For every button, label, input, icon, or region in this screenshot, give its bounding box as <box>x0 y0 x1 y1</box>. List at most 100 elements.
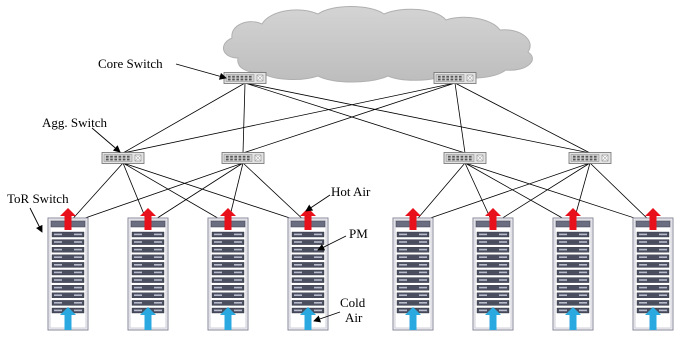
agg-tor-link <box>464 162 654 225</box>
pm-server-icon <box>131 231 165 238</box>
pm-server-icon <box>51 262 85 268</box>
core-switch-label: Core Switch <box>98 56 163 71</box>
server-rack-icon <box>127 217 169 331</box>
hot-air-pointer <box>305 194 331 212</box>
pm-server-icon <box>396 246 430 253</box>
pm-server-icon <box>396 254 430 261</box>
hot-air-arrow-icon <box>140 208 156 230</box>
pm-server-icon <box>476 246 510 253</box>
hot-air-arrow-icon <box>645 208 661 230</box>
pm-server-icon <box>556 231 590 238</box>
pm-server-icon <box>636 300 670 306</box>
agg-tor-link <box>147 162 244 225</box>
pm-server-icon <box>636 254 670 261</box>
pm-server-icon <box>556 246 590 253</box>
pm-server-icon <box>131 262 165 268</box>
hot-air-arrow-icon <box>485 208 501 230</box>
pm-server-icon <box>51 246 85 253</box>
label-pointers <box>29 63 347 323</box>
pm-server-icon <box>51 269 85 276</box>
hot-air-arrow-icon <box>405 208 421 230</box>
pm-server-icon <box>396 285 430 291</box>
agg-tor-link <box>464 162 574 225</box>
core-agg-link <box>242 82 246 154</box>
agg-tor-link <box>589 162 654 225</box>
pm-server-icon <box>211 231 245 238</box>
pm-server-icon <box>636 262 670 268</box>
pm-server-icon <box>131 292 165 298</box>
agg-tor-link <box>122 162 309 225</box>
switch-layer <box>101 72 612 164</box>
pm-server-icon <box>476 239 510 245</box>
core-agg-link <box>454 82 466 154</box>
network-links <box>67 82 654 225</box>
pm-server-icon <box>396 262 430 268</box>
pm-server-icon <box>396 292 430 298</box>
rack-layer <box>47 208 674 331</box>
server-rack-icon <box>207 217 249 331</box>
pm-server-icon <box>291 277 325 283</box>
pm-server-icon <box>556 239 590 245</box>
pm-server-icon <box>396 231 430 238</box>
agg-switch-icon <box>101 152 145 164</box>
pm-server-icon <box>291 231 325 238</box>
agg-tor-link <box>492 162 591 225</box>
pm-server-icon <box>131 277 165 283</box>
pm-server-icon <box>51 239 85 245</box>
pm-server-icon <box>131 246 165 253</box>
agg-switch-icon <box>221 152 265 164</box>
agg-switch-pointer <box>91 127 121 153</box>
pm-server-icon <box>476 285 510 291</box>
pm-server-icon <box>636 292 670 298</box>
pm-server-icon <box>291 269 325 276</box>
cold-air-arrow-icon <box>220 307 236 330</box>
pm-server-icon <box>211 239 245 245</box>
agg-tor-link <box>412 162 466 225</box>
pm-server-icon <box>211 277 245 283</box>
pm-server-icon <box>291 239 325 245</box>
pm-server-icon <box>51 292 85 298</box>
pm-server-icon <box>636 269 670 276</box>
pm-server-icon <box>636 285 670 291</box>
pm-server-icon <box>556 269 590 276</box>
pm-server-icon <box>211 246 245 253</box>
pm-server-icon <box>556 254 590 261</box>
core-agg-link <box>244 82 591 154</box>
pm-server-icon <box>131 254 165 261</box>
pm-server-icon <box>131 300 165 306</box>
hot-air-arrow-icon <box>220 208 236 230</box>
agg-tor-link <box>67 162 124 225</box>
core-agg-link <box>242 82 456 154</box>
cold-air-arrow-icon <box>485 307 501 330</box>
agg-switch-label: Agg. Switch <box>42 115 108 130</box>
agg-tor-link <box>412 162 591 225</box>
pm-server-icon <box>131 239 165 245</box>
agg-switch-icon <box>443 152 487 164</box>
hot-air-label: Hot Air <box>331 184 371 199</box>
pm-server-icon <box>131 285 165 291</box>
pm-server-icon <box>396 269 430 276</box>
cold-air-arrow-icon <box>60 307 76 330</box>
pm-server-icon <box>476 231 510 238</box>
pm-server-icon <box>211 300 245 306</box>
pm-server-icon <box>396 277 430 283</box>
pm-server-icon <box>556 300 590 306</box>
pm-server-icon <box>291 300 325 306</box>
pm-server-icon <box>291 285 325 291</box>
core-agg-link <box>244 82 466 154</box>
pm-server-icon <box>131 269 165 276</box>
core-switch-icon <box>433 72 477 84</box>
cold-air-arrow-icon <box>300 307 316 330</box>
cold-air-label-line1: Cold <box>340 295 366 310</box>
cold-air-arrow-icon <box>565 307 581 330</box>
pm-server-icon <box>211 285 245 291</box>
core-agg-link <box>122 82 456 154</box>
pm-pointer <box>317 235 347 251</box>
cold-air-pointer <box>313 311 341 323</box>
cold-air-arrow-icon <box>140 307 156 330</box>
pm-server-icon <box>636 277 670 283</box>
core-agg-link <box>454 82 591 154</box>
pm-server-icon <box>556 292 590 298</box>
